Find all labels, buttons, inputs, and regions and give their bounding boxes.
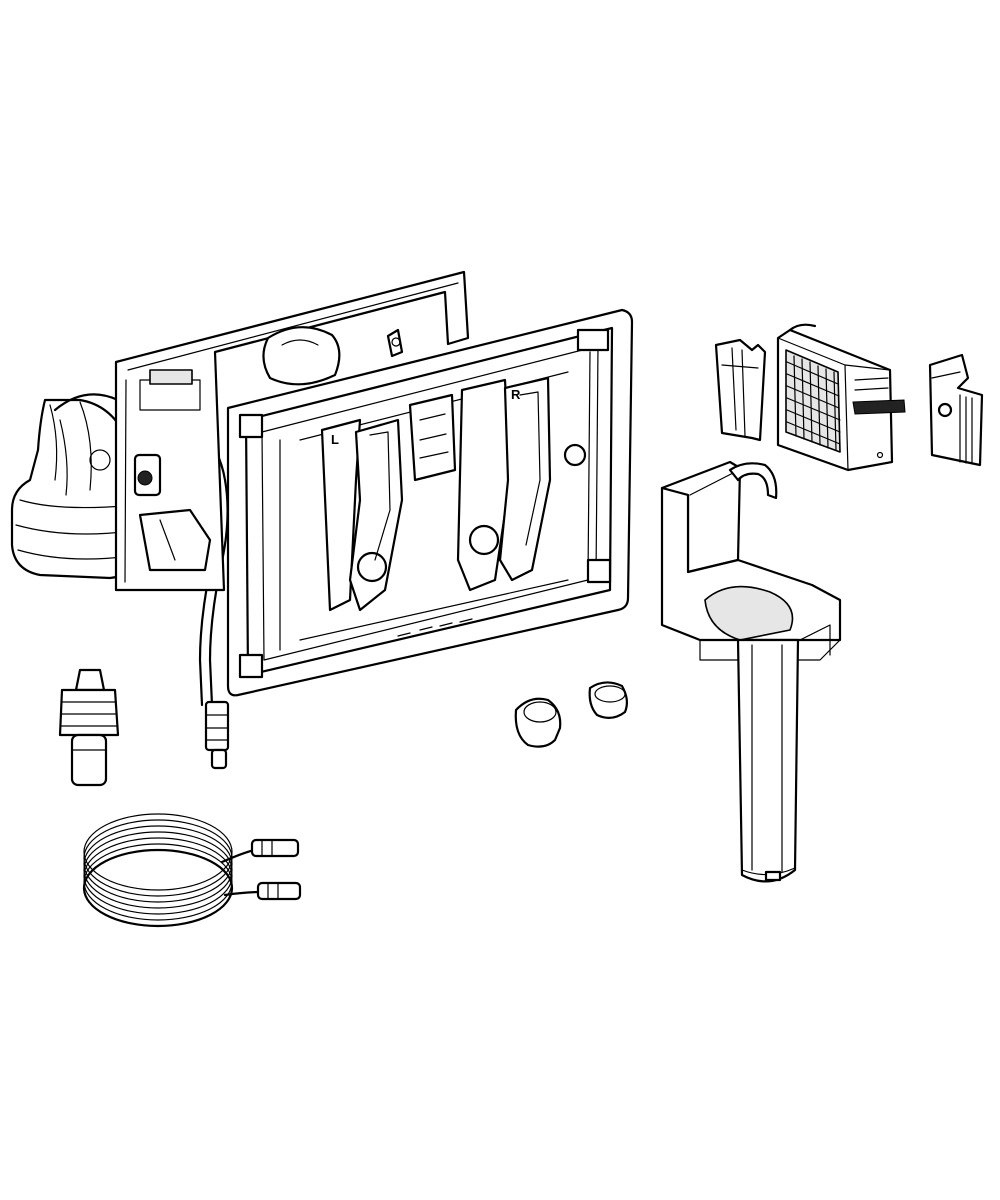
left-key-label: L xyxy=(331,432,339,447)
retaining-clip xyxy=(714,338,767,442)
installation-stand xyxy=(660,460,842,883)
rear-mounting-frame xyxy=(114,270,470,592)
protective-cap-front xyxy=(514,697,562,748)
actuator-frame: L R xyxy=(226,308,634,697)
coiled-cable xyxy=(82,813,302,928)
protective-cap-rear xyxy=(588,681,629,719)
pneumatic-connector xyxy=(58,668,120,787)
right-key-label: R xyxy=(511,387,521,402)
electronic-module xyxy=(776,323,906,472)
side-bracket xyxy=(928,353,984,467)
